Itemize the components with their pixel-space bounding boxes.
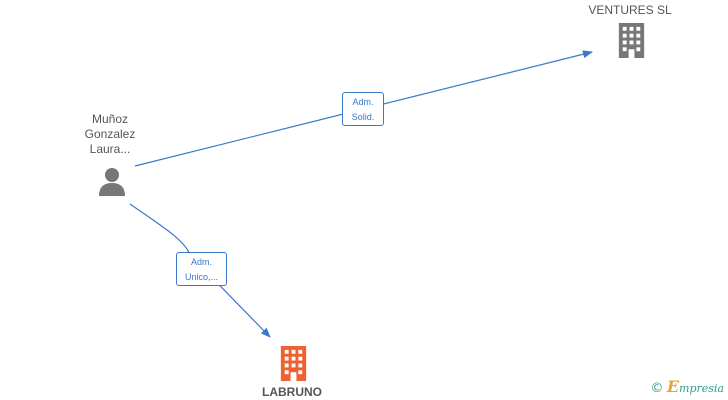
person-icon[interactable] [97, 166, 127, 196]
person-node-label[interactable]: Muñoz Gonzalez Laura... [84, 112, 136, 156]
brand-initial: E [666, 377, 680, 396]
ventures-node-label[interactable]: VENTURES SL [588, 3, 672, 17]
building-icon[interactable] [278, 346, 309, 381]
building-icon[interactable] [616, 23, 647, 58]
empresia-logo: © Empresia [650, 377, 724, 396]
edge-label-adm-solid[interactable]: Adm. Solid. [342, 92, 384, 126]
edge-label-adm-unico[interactable]: Adm. Unico,... [176, 252, 227, 286]
labruno-node-label[interactable]: LABRUNO [262, 385, 322, 399]
brand-name: mpresia [679, 382, 724, 395]
copyright-icon: © [650, 381, 664, 396]
